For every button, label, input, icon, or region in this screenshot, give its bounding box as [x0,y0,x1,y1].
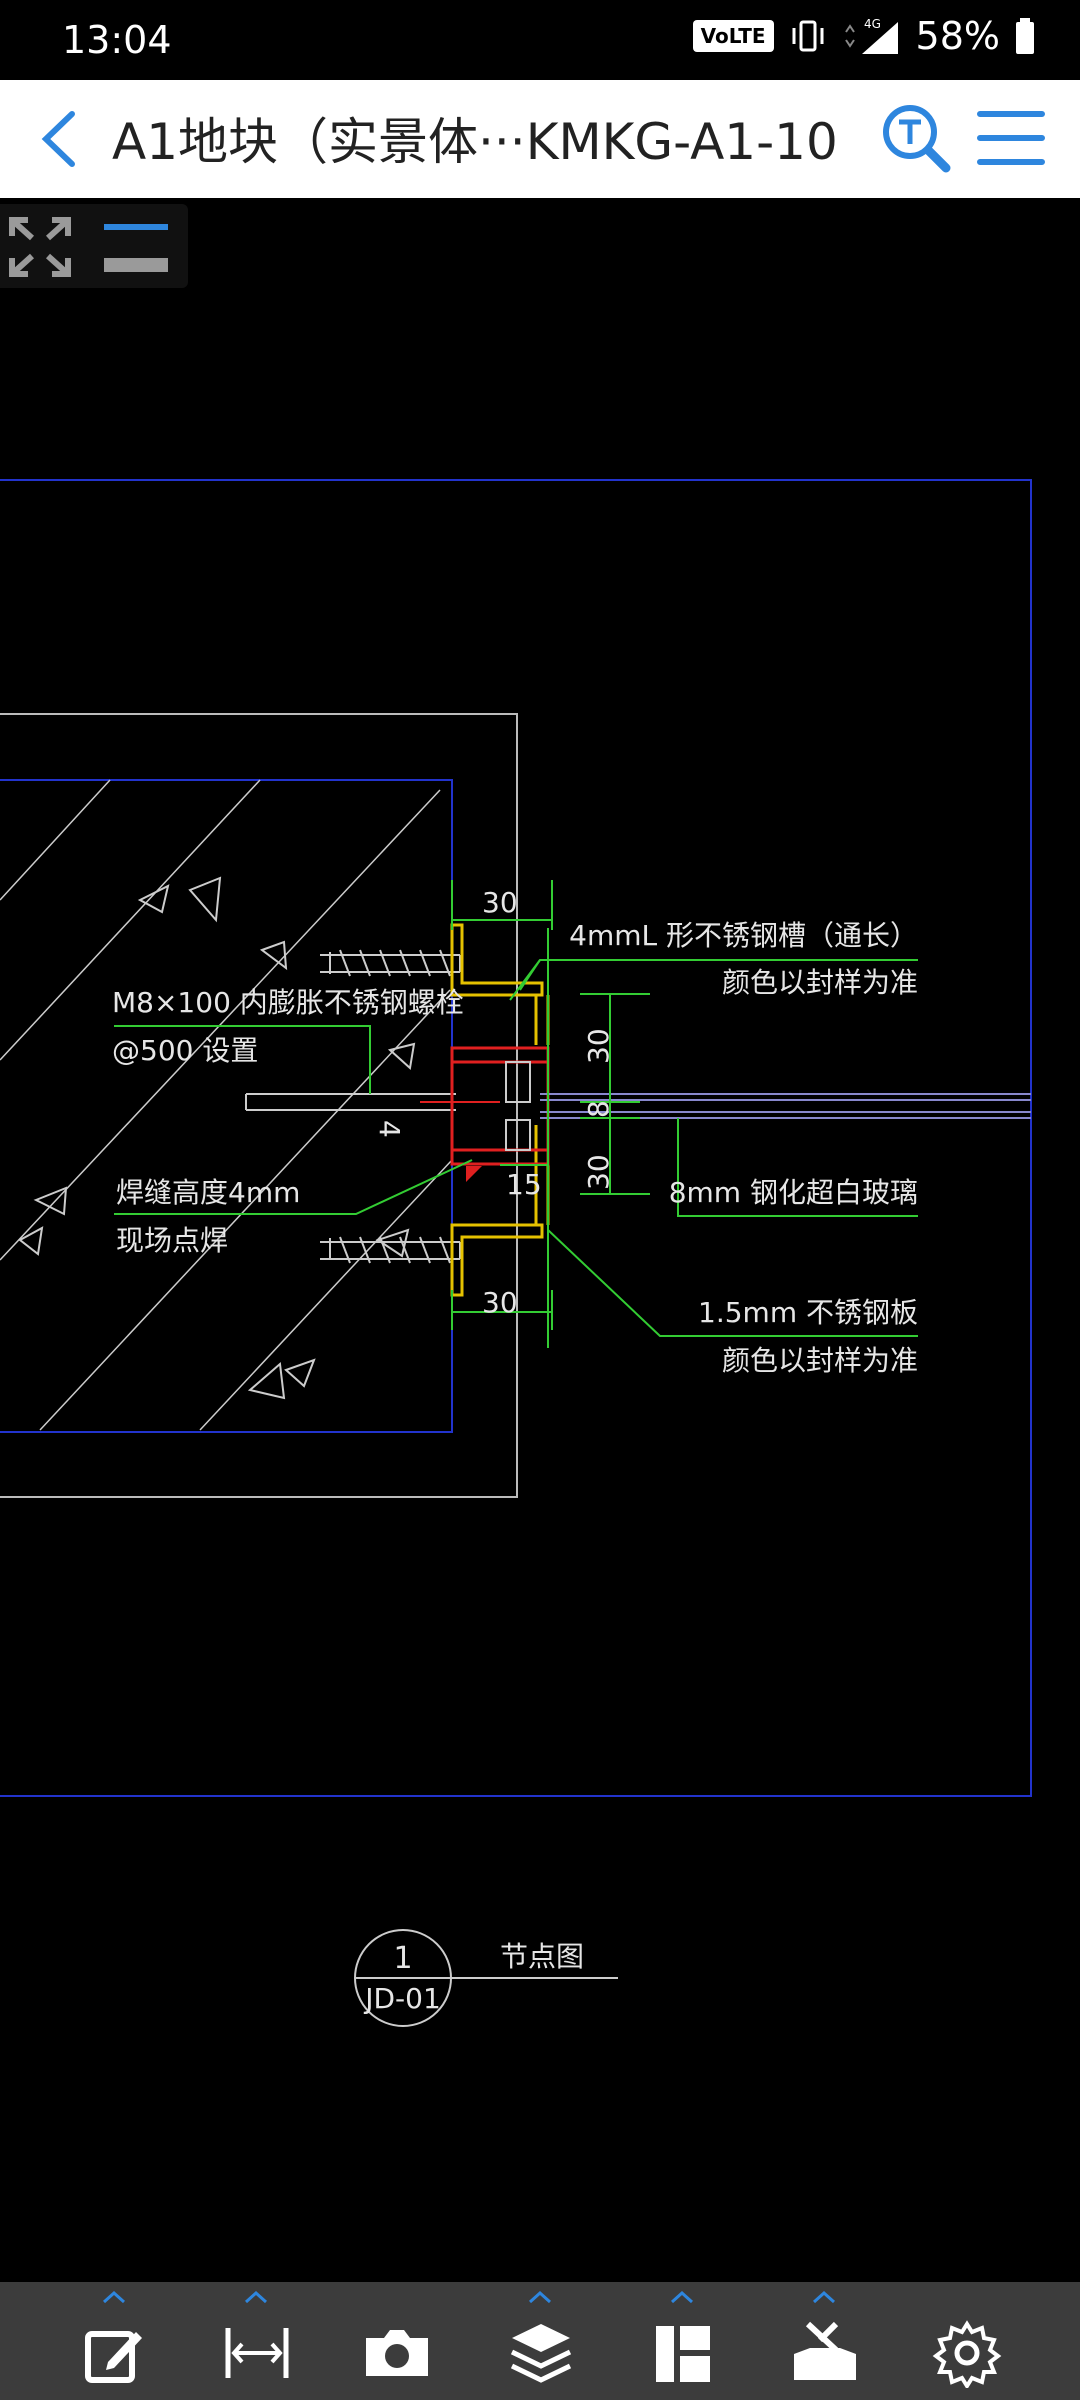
signal-icon: 4G [844,17,898,54]
edit-icon [85,2331,142,2383]
battery-percent: 58% [915,14,1000,58]
stainless-channel [450,923,550,1297]
toolbox-icon [794,2321,856,2380]
label-bolt-2: @500 设置 [112,1034,258,1067]
label-weld-1: 焊缝高度4mm [116,1176,300,1209]
fullscreen-icon[interactable] [8,216,72,278]
back-arrow-icon[interactable] [30,106,90,172]
toolbox-tool-button[interactable] [770,2282,880,2400]
screenshot-tool-button[interactable] [342,2282,452,2400]
dim-top-30: 30 [482,886,518,919]
weld-mark [466,1166,482,1182]
layer-toggle-icon[interactable] [102,218,170,278]
dim-bottom-30: 30 [482,1286,518,1319]
label-glass: 8mm 钢化超白玻璃 [669,1176,918,1209]
label-plate-1: 1.5mm 不锈钢板 [698,1296,918,1329]
drawing-title: A1地块（实景体···KMKG-A1-10 [112,113,838,171]
menu-icon[interactable] [976,106,1046,170]
battery-icon [1016,18,1034,54]
dim-4: 4 [373,1120,406,1138]
detail-number: 1 [393,1941,412,1976]
label-weld-2: 现场点焊 [116,1224,228,1257]
search-text-icon[interactable] [880,102,952,174]
settings-button[interactable] [912,2282,1022,2400]
expansion-bolts [245,949,461,1264]
dim-right-30-bottom: 30 [582,1154,615,1190]
measure-icon [225,2328,289,2378]
camera-icon [366,2330,428,2376]
measure-tool-button[interactable] [202,2282,312,2400]
dim-right-30-top: 30 [582,1028,615,1064]
bottom-toolbar [0,2282,1080,2400]
detail-sheet: JD-01 [363,1982,441,2015]
volte-badge: VoLTE [692,20,774,52]
chevron-up-icon [528,2290,552,2304]
dim-right-8: 8 [582,1100,615,1118]
status-icons: VoLTE 4G 58% [692,14,1036,58]
chevron-up-icon [102,2290,126,2304]
detail-callout: 1 JD-01 节点图 [354,1929,618,2027]
label-channel-1: 4mmL 形不锈钢槽（通长） [569,919,918,952]
view-tools [0,204,188,288]
concrete-outline [0,779,453,1433]
settings-icon [932,2320,1002,2388]
chevron-up-icon [812,2290,836,2304]
edit-tool-button[interactable] [60,2282,170,2400]
title-bar: A1地块（实景体···KMKG-A1-10 [0,80,1080,198]
concrete-hatch [0,779,453,1431]
detail-title: 节点图 [500,1940,584,1973]
network-type: 4G [864,17,881,31]
steel-block [450,1046,550,1166]
status-time: 13:04 [62,18,172,62]
label-plate-2: 颜色以封样为准 [722,1344,918,1377]
dim-15: 15 [506,1168,542,1201]
label-channel-2: 颜色以封样为准 [722,966,918,999]
layout-icon [656,2326,710,2382]
cad-canvas[interactable]: 30 30 15 30 8 30 4 4mmL 形不锈钢槽（通长） 颜色以封样为… [0,288,1080,2282]
status-bar: 13:04 VoLTE 4G 58% [0,0,1080,80]
layers-tool-button[interactable] [486,2282,596,2400]
chevron-up-icon [244,2290,268,2304]
layers-icon [510,2324,572,2383]
leader-lines [114,959,918,1337]
label-bolt-1: M8×100 内膨胀不锈钢螺栓 [112,986,464,1019]
layout-tool-button[interactable] [628,2282,738,2400]
vibrate-icon [792,20,824,52]
wall-outline [0,713,518,1498]
gaskets [505,1061,531,1151]
dimension-lines [451,880,650,1348]
detail-frame [0,479,1032,1797]
chevron-up-icon [670,2290,694,2304]
